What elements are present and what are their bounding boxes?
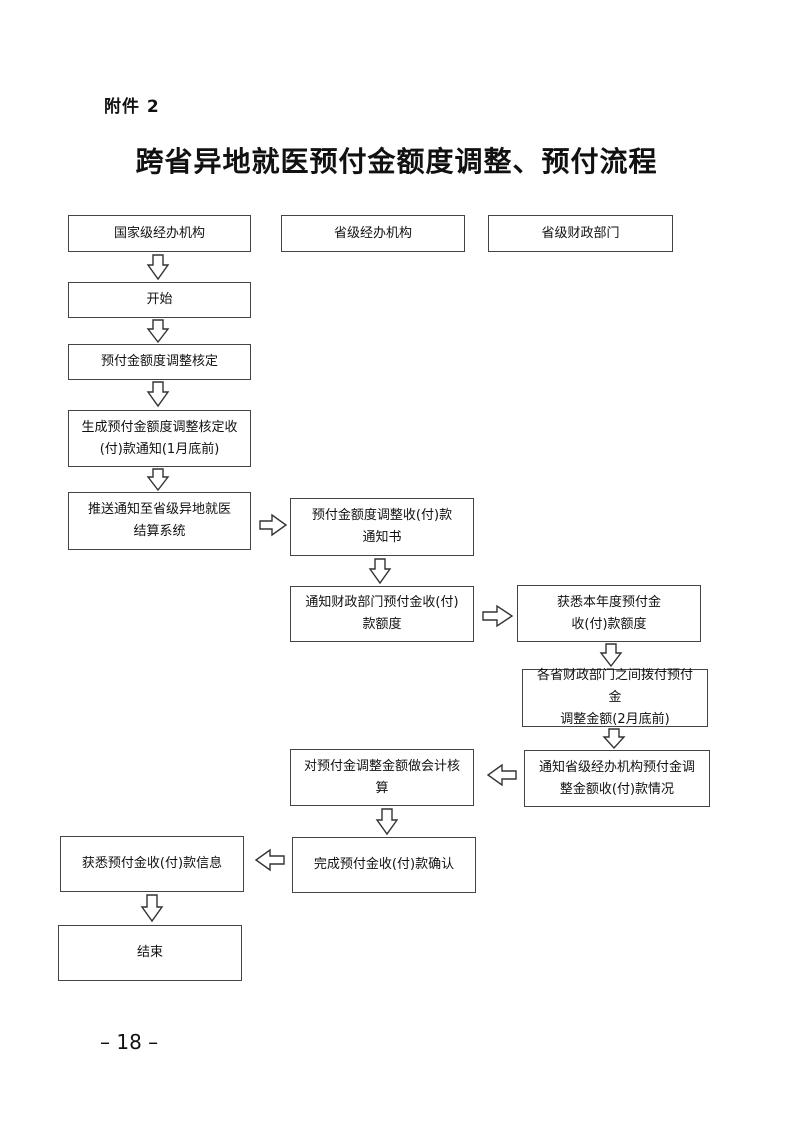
- arrow-down-4: [146, 468, 170, 492]
- column-header-finance: 省级财政部门: [488, 215, 673, 252]
- page-number: – 18 –: [100, 1030, 159, 1054]
- column-header-provincial: 省级经办机构: [281, 215, 465, 252]
- arrow-down-3: [146, 381, 170, 408]
- arrow-down-6: [599, 643, 623, 668]
- step-start: 开始: [68, 282, 251, 318]
- arrow-left-1: [486, 763, 517, 787]
- arrow-right-2: [482, 604, 514, 628]
- page-title: 跨省异地就医预付金额度调整、预付流程: [135, 145, 658, 178]
- arrow-down-2: [146, 319, 170, 344]
- arrow-down-5: [368, 558, 392, 585]
- step-learn-info: 获悉预付金收(付)款信息: [60, 836, 244, 892]
- arrow-down-9: [140, 894, 164, 923]
- step-notice-letter: 预付金额度调整收(付)款 通知书: [290, 498, 474, 556]
- step-generate-notice: 生成预付金额度调整核定收 (付)款通知(1月底前): [68, 410, 251, 467]
- column-header-national: 国家级经办机构: [68, 215, 251, 252]
- arrow-right-1: [259, 513, 288, 537]
- step-accounting: 对预付金调整金额做会计核算: [290, 749, 474, 806]
- arrow-down-8: [375, 808, 399, 836]
- step-notify-finance: 通知财政部门预付金收(付) 款额度: [290, 586, 474, 642]
- step-end: 结束: [58, 925, 242, 981]
- step-learn-amount: 获悉本年度预付金 收(付)款额度: [517, 585, 701, 642]
- arrow-down-7: [602, 728, 626, 750]
- step-notify-agency: 通知省级经办机构预付金调 整金额收(付)款情况: [524, 750, 710, 807]
- arrow-down-1: [146, 254, 170, 281]
- arrow-left-2: [254, 848, 285, 872]
- step-transfer-funds: 各省财政部门之间拨付预付金 调整金额(2月底前): [522, 668, 708, 727]
- step-determine: 预付金额度调整核定: [68, 344, 251, 380]
- step-push-notice: 推送通知至省级异地就医 结算系统: [68, 492, 251, 550]
- step-confirm: 完成预付金收(付)款确认: [292, 837, 476, 893]
- attachment-label: 附件 2: [104, 97, 160, 117]
